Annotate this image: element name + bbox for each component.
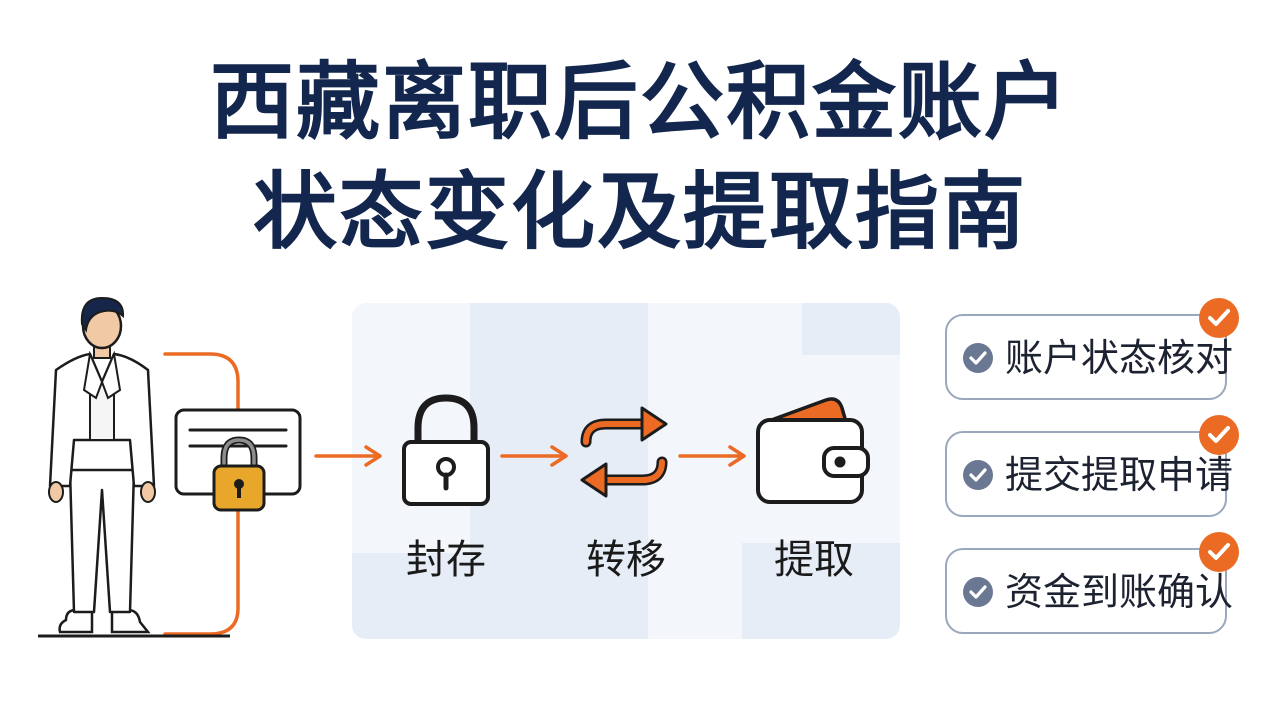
wallet-icon <box>756 397 870 504</box>
page-title-line-2: 状态变化及提取指南 <box>252 163 1027 261</box>
step-label-seal: 封存 <box>406 537 486 583</box>
panel-block <box>352 553 542 639</box>
person-in-white-suit-icon <box>48 296 156 634</box>
checklist-item-label: 提交提取申请 <box>1005 453 1234 497</box>
transfer-arrows-icon <box>580 406 668 498</box>
flow-arrow-2 <box>500 445 568 467</box>
checkmark-icon <box>963 577 993 607</box>
flow-arrow-1 <box>314 445 382 467</box>
page-title-line-1: 西藏离职后公积金账户 <box>209 53 1070 151</box>
panel-block <box>742 543 900 639</box>
panel-block <box>802 303 900 355</box>
checklist-item-label: 账户状态核对 <box>1005 336 1234 380</box>
orange-check-badge-icon <box>1199 532 1239 572</box>
checkmark-icon <box>963 460 993 490</box>
left-illustration <box>38 296 302 638</box>
step-label-withdraw: 提取 <box>774 537 854 583</box>
checklist-item-account-check: 账户状态核对 <box>945 298 1239 400</box>
locked-account-card-icon <box>174 408 302 512</box>
padlock-icon <box>402 394 490 506</box>
flow-panel <box>352 303 900 639</box>
checklist-item-funds-confirmation: 资金到账确认 <box>945 532 1239 634</box>
orange-check-badge-icon <box>1199 298 1239 338</box>
connector-bracket-bottom <box>163 493 240 636</box>
step-label-transfer: 转移 <box>586 537 666 583</box>
flow-arrow-3 <box>678 445 746 467</box>
checklist-item-label: 资金到账确认 <box>1005 570 1234 614</box>
connector-bracket-top <box>163 352 240 410</box>
checklist-item-submit-application: 提交提取申请 <box>945 415 1239 517</box>
orange-check-badge-icon <box>1199 415 1239 455</box>
checkmark-icon <box>963 343 993 373</box>
